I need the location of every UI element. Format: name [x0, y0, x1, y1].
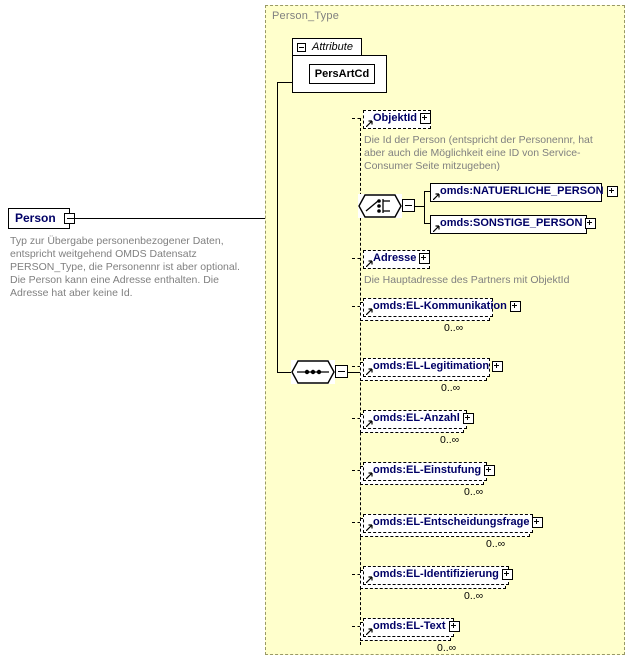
element-objektid-documentation: Die Id der Person (entspricht der Person… [364, 134, 593, 172]
minus-icon[interactable] [297, 43, 306, 52]
element-el-einstufung[interactable]: omds:EL-Einstufung [363, 462, 496, 484]
plus-icon[interactable] [501, 568, 513, 580]
connector-choice-out [415, 206, 425, 207]
sequence-icon[interactable] [291, 360, 336, 386]
connector-stub-adresse [352, 258, 366, 259]
attribute-persartcd[interactable]: PersArtCd [309, 64, 377, 87]
cardinality-label: 0..∞ [444, 322, 464, 334]
plus-icon[interactable] [419, 252, 431, 264]
connector-person-to-type [70, 218, 265, 219]
person-root-node[interactable]: Person [8, 208, 75, 232]
element-el-kommunikation-label: omds:EL-Kommunikation [373, 300, 507, 312]
connector-to-attribute-group [277, 82, 293, 83]
connector-stub-legitimation [352, 366, 366, 367]
element-sonstige-person-label: omds:SONSTIGE_PERSON [440, 217, 583, 229]
person-root-label: Person [15, 211, 56, 225]
element-el-entscheidungsfrage[interactable]: omds:EL-Entscheidungsfrage [363, 514, 544, 536]
cardinality-label: 0..∞ [437, 642, 457, 654]
connector-stub-natuerliche [424, 191, 433, 192]
element-arrow-icon [366, 420, 373, 427]
plus-icon[interactable] [484, 464, 496, 476]
element-arrow-icon [366, 524, 373, 531]
attribute-group-label: Attribute [312, 41, 353, 53]
person-type-container [265, 5, 625, 655]
cardinality-label: 0..∞ [486, 538, 506, 550]
element-sonstige-person[interactable]: omds:SONSTIGE_PERSON [430, 215, 597, 237]
attribute-group: Attribute [292, 38, 387, 93]
sequence-collapse-toggle[interactable] [335, 365, 348, 378]
element-natuerliche-person[interactable]: omds:NATUERLICHE_PERSON [430, 183, 618, 205]
attribute-persartcd-label: PersArtCd [314, 68, 370, 80]
plus-icon[interactable] [585, 217, 597, 229]
element-adresse-documentation: Die Hauptadresse des Partners mit Objekt… [364, 274, 570, 286]
connector-stub-anzahl [352, 418, 366, 419]
element-arrow-icon [366, 260, 373, 267]
plus-icon[interactable] [448, 620, 460, 632]
element-adresse[interactable]: Adresse [363, 250, 432, 272]
plus-icon[interactable] [420, 112, 432, 124]
choice-icon[interactable] [358, 194, 403, 220]
element-el-anzahl-label: omds:EL-Anzahl [373, 412, 460, 424]
element-adresse-label: Adresse [373, 252, 417, 264]
connector-branch-spine [360, 118, 361, 645]
attribute-group-tab[interactable]: Attribute [292, 38, 362, 56]
cardinality-label: 0..∞ [464, 590, 484, 602]
element-el-anzahl[interactable]: omds:EL-Anzahl [363, 410, 474, 432]
connector-stub-identifizierung [352, 574, 366, 575]
connector-trunk-lower [277, 218, 278, 373]
element-el-einstufung-label: omds:EL-Einstufung [373, 464, 482, 476]
connector-sequence-out [348, 372, 360, 373]
element-arrow-icon [366, 576, 373, 583]
element-el-text-label: omds:EL-Text [373, 620, 446, 632]
element-objektid[interactable]: ObjektId [363, 110, 433, 132]
connector-trunk-vertical [277, 82, 278, 219]
element-el-legitimation[interactable]: omds:EL-Legitimation [363, 358, 504, 380]
element-el-identifizierung[interactable]: omds:EL-Identifizierung [363, 566, 513, 588]
element-arrow-icon [366, 308, 373, 315]
plus-icon[interactable] [532, 516, 544, 528]
person-root-documentation: Typ zur Übergabe personenbezogener Daten… [10, 235, 240, 299]
element-el-identifizierung-label: omds:EL-Identifizierung [373, 568, 499, 580]
element-arrow-icon [366, 368, 373, 375]
element-natuerliche-person-label: omds:NATUERLICHE_PERSON [440, 185, 604, 197]
person-type-label: Person_Type [272, 10, 340, 22]
element-el-entscheidungsfrage-label: omds:EL-Entscheidungsfrage [373, 516, 530, 528]
element-objektid-label: ObjektId [373, 112, 418, 124]
cardinality-label: 0..∞ [441, 382, 461, 394]
plus-icon[interactable] [606, 185, 618, 197]
element-el-text[interactable]: omds:EL-Text [363, 618, 460, 640]
element-arrow-icon [433, 225, 440, 232]
element-arrow-icon [366, 472, 373, 479]
plus-icon[interactable] [509, 300, 521, 312]
element-el-kommunikation[interactable]: omds:EL-Kommunikation [363, 298, 521, 320]
connector-stub-entscheidungsfrage [352, 522, 366, 523]
connector-stub-text [352, 626, 366, 627]
cardinality-label: 0..∞ [464, 486, 484, 498]
connector-stub-einstufung [352, 470, 366, 471]
cardinality-label: 0..∞ [440, 434, 460, 446]
connector-stub-sonstige [424, 223, 433, 224]
plus-icon[interactable] [462, 412, 474, 424]
element-arrow-icon [366, 120, 373, 127]
connector-stub-objektid [352, 118, 366, 119]
connector-to-sequence [277, 372, 291, 373]
element-el-legitimation-label: omds:EL-Legitimation [373, 360, 490, 372]
plus-icon[interactable] [492, 360, 504, 372]
connector-stub-kommunikation [352, 306, 366, 307]
element-arrow-icon [433, 193, 440, 200]
choice-collapse-toggle[interactable] [402, 199, 415, 212]
connector-choice-spine [424, 191, 425, 224]
element-arrow-icon [366, 628, 373, 635]
